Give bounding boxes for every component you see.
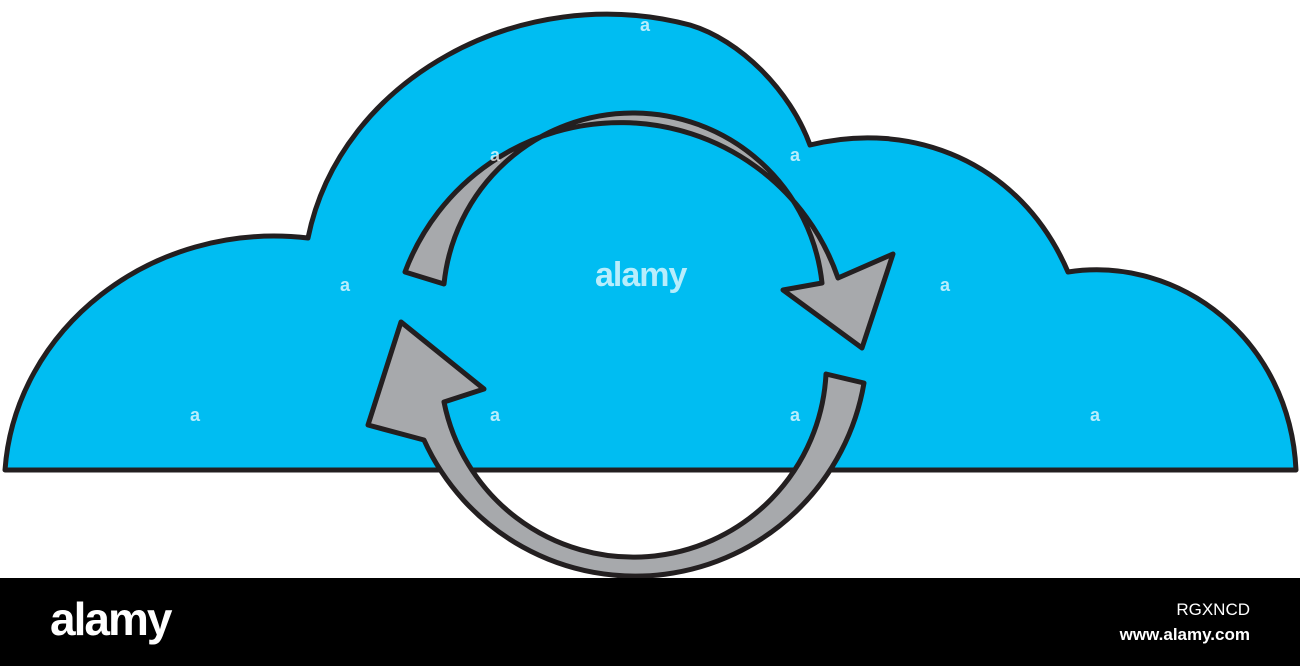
sync-arrow-top-icon — [402, 110, 896, 351]
image-id: RGXNCD — [1176, 600, 1250, 619]
brand-logo: alamy — [50, 593, 172, 645]
illustration-area: alamy a a a a a a a a a a — [2, 11, 1299, 578]
footer-bar: alamy RGXNCD www.alamy.com — [0, 578, 1300, 666]
site-link[interactable]: www.alamy.com — [1119, 624, 1250, 644]
sync-arrow-bottom-icon — [365, 319, 867, 578]
cloud-sync-icon — [2, 11, 1299, 578]
footer-info: RGXNCD www.alamy.com — [1120, 598, 1250, 647]
cloud-icon — [2, 11, 1299, 473]
